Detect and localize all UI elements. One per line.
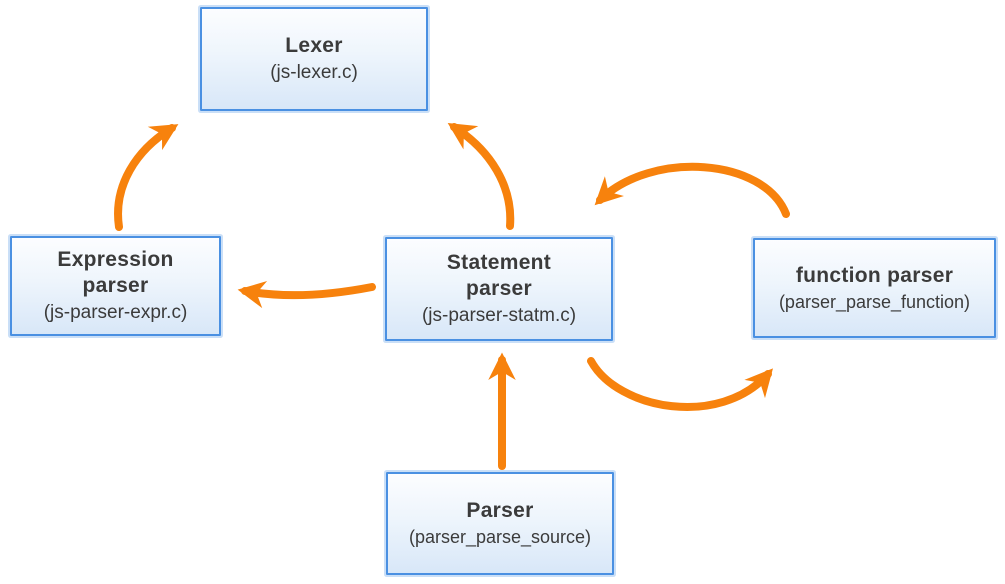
node-function-parser: function parser (parser_parse_function) bbox=[753, 238, 996, 338]
arrow-statement-parser-to-expression-parser bbox=[237, 281, 376, 309]
arrow-statement-parser-to-function-parser bbox=[587, 357, 773, 411]
node-parser-subtitle: (parser_parse_source) bbox=[408, 527, 592, 548]
arrow-function-parser-to-statement-parser bbox=[594, 162, 790, 218]
node-lexer: Lexer (js-lexer.c) bbox=[200, 7, 428, 111]
node-function-parser-subtitle: (parser_parse_function) bbox=[778, 291, 971, 312]
node-expression-parser-subtitle: (js-parser-expr.c) bbox=[43, 301, 188, 323]
node-statement-parser: Statement parser (js-parser-statm.c) bbox=[385, 237, 613, 341]
arrow-expression-parser-to-lexer bbox=[114, 124, 179, 231]
node-lexer-subtitle: (js-lexer.c) bbox=[270, 62, 358, 84]
node-expression-parser-title: Expression parser bbox=[57, 248, 174, 297]
node-statement-parser-subtitle: (js-parser-statm.c) bbox=[421, 304, 577, 326]
arrow-statement-parser-to-lexer bbox=[447, 122, 515, 230]
node-function-parser-title: function parser bbox=[795, 263, 954, 287]
node-parser-title: Parser bbox=[466, 499, 534, 523]
node-lexer-title: Lexer bbox=[285, 34, 343, 58]
node-parser: Parser (parser_parse_source) bbox=[386, 472, 614, 575]
node-statement-parser-title: Statement parser bbox=[446, 251, 552, 300]
node-expression-parser: Expression parser (js-parser-expr.c) bbox=[10, 236, 221, 336]
